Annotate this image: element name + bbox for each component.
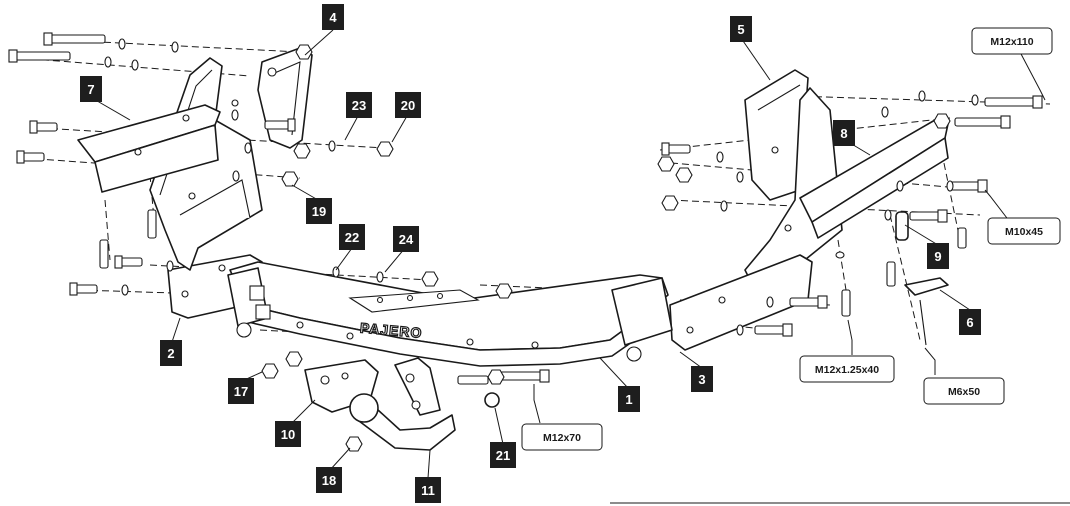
callout-9: 9 <box>927 243 949 269</box>
svg-text:24: 24 <box>399 232 414 247</box>
svg-text:M12x70: M12x70 <box>543 432 581 444</box>
callout-11: 11 <box>415 477 441 503</box>
right-bracket-assembly <box>669 69 949 351</box>
main-crossbeam: PAJERO <box>227 261 673 367</box>
callout-22: 22 <box>339 224 365 250</box>
svg-text:7: 7 <box>87 82 94 97</box>
beam-logo: PAJERO <box>359 320 423 341</box>
callout-1: 1 <box>618 386 640 412</box>
svg-text:4: 4 <box>329 10 337 25</box>
callout-7: 7 <box>80 76 102 102</box>
svg-text:M12x110: M12x110 <box>990 36 1033 48</box>
svg-text:20: 20 <box>401 98 415 113</box>
spec-m12x110: M12x110 <box>971 27 1053 55</box>
callout-8: 8 <box>833 120 855 146</box>
callout-19: 18 <box>316 467 342 493</box>
callout-6: 6 <box>959 309 981 335</box>
svg-text:2: 2 <box>167 346 174 361</box>
callout-2: 2 <box>160 340 182 366</box>
svg-text:10: 10 <box>281 427 295 442</box>
leader-lines <box>91 29 1046 479</box>
svg-text:9: 9 <box>934 249 941 264</box>
svg-text:18: 18 <box>322 473 336 488</box>
bolt-spec-labels: M12x110 M10x45 M12x1.25x40 M6x50 M12x70 <box>521 27 1061 451</box>
callout-20: 20 <box>395 92 421 118</box>
spec-m12x70: M12x70 <box>521 423 603 451</box>
callout-3: 3 <box>691 366 713 392</box>
svg-text:3: 3 <box>698 372 705 387</box>
callout-21: 21 <box>490 442 516 468</box>
callout-4: 4 <box>322 4 344 30</box>
fasteners <box>8 32 1043 452</box>
svg-text:1: 1 <box>625 392 632 407</box>
callout-23: 23 <box>346 92 372 118</box>
callout-5: 5 <box>730 16 752 42</box>
svg-text:5: 5 <box>737 22 744 37</box>
callout-17: 17 <box>228 378 254 404</box>
svg-text:21: 21 <box>496 448 510 463</box>
callout-badges: 4 5 7 8 23 20 19 22 <box>80 4 981 503</box>
svg-text:19: 19 <box>312 204 326 219</box>
svg-text:M10x45: M10x45 <box>1005 226 1043 238</box>
callout-18: 19 <box>306 198 332 224</box>
callout-10: 10 <box>275 421 301 447</box>
spec-m12x125x40: M12x1.25x40 <box>799 355 895 383</box>
svg-text:6: 6 <box>966 315 973 330</box>
svg-text:23: 23 <box>352 98 366 113</box>
svg-text:22: 22 <box>345 230 359 245</box>
towball-assembly <box>304 357 500 451</box>
svg-text:M6x50: M6x50 <box>948 386 980 398</box>
svg-text:8: 8 <box>840 126 847 141</box>
spec-m6x50: M6x50 <box>923 377 1005 405</box>
svg-text:17: 17 <box>234 384 248 399</box>
svg-text:11: 11 <box>421 483 435 498</box>
svg-text:M12x1.25x40: M12x1.25x40 <box>815 364 879 376</box>
callout-24: 24 <box>393 226 419 252</box>
spec-m10x45: M10x45 <box>987 217 1061 245</box>
